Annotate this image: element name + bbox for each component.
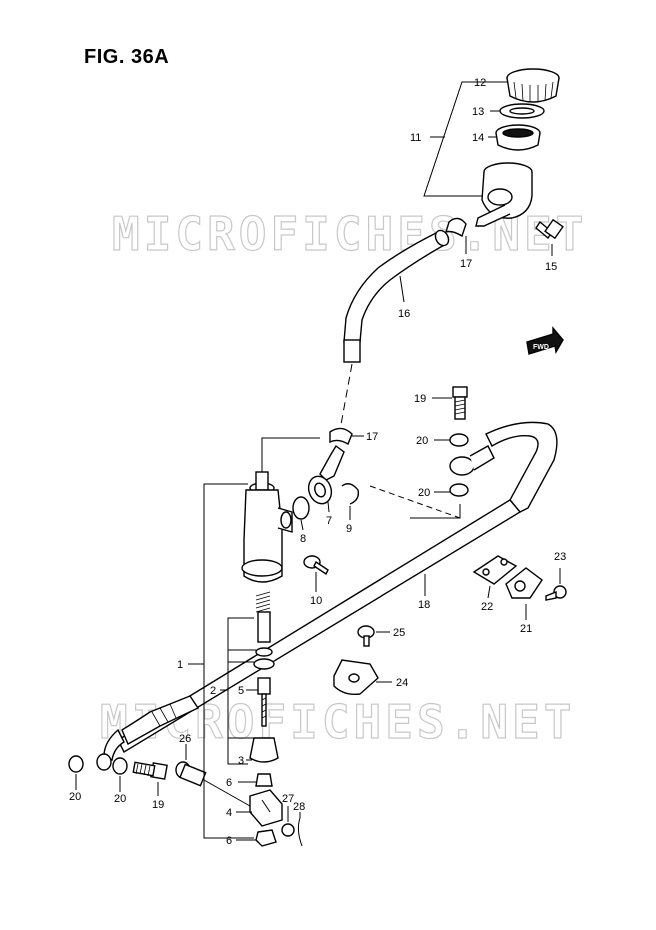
master-cylinder — [241, 471, 293, 583]
callout-12: 12 — [474, 77, 486, 89]
callout-20-upper-a: 20 — [416, 435, 428, 447]
callout-19-upper: 19 — [414, 393, 426, 405]
callout-20-lower-b: 20 — [114, 793, 126, 805]
circlip — [341, 483, 360, 505]
callout-21: 21 — [520, 623, 532, 635]
callout-16: 16 — [398, 308, 410, 320]
callout-15: 15 — [545, 261, 557, 273]
washer-lower-b — [112, 757, 128, 775]
reservoir-cap — [506, 68, 560, 103]
callout-20-upper-b: 20 — [418, 487, 430, 499]
callout-10: 10 — [310, 595, 322, 607]
callout-18: 18 — [418, 599, 430, 611]
callout-14: 14 — [472, 132, 484, 144]
callout-6-lower: 6 — [226, 835, 232, 847]
callout-3: 3 — [238, 755, 244, 767]
lock-nut-lower — [255, 829, 277, 847]
callout-11: 11 — [410, 132, 421, 144]
callout-24: 24 — [396, 677, 408, 689]
callout-22: 22 — [481, 601, 493, 613]
mounting-screw — [303, 555, 329, 576]
piston-seal — [255, 647, 273, 657]
callout-8: 8 — [300, 533, 306, 545]
fwd-arrow-icon: FWD — [526, 326, 564, 355]
callout-2: 2 — [210, 685, 216, 697]
clevis-pin — [175, 761, 207, 787]
piston-spring — [255, 591, 271, 643]
reservoir-hose — [343, 229, 450, 363]
washer-27 — [281, 823, 295, 837]
callout-labels: 12 13 14 11 15 17 16 19 20 17 20 8 7 9 2… — [69, 77, 566, 847]
piston-cup — [253, 658, 275, 670]
hose-clamp-lower — [329, 427, 353, 446]
callout-28: 28 — [293, 801, 305, 813]
washer-upper-b — [449, 483, 469, 497]
callout-25: 25 — [393, 627, 405, 639]
washer-upper-a — [449, 433, 469, 447]
o-ring — [292, 496, 310, 520]
boot — [249, 737, 279, 763]
callout-7: 7 — [326, 515, 332, 527]
callout-17-upper: 17 — [460, 258, 472, 270]
callout-6-upper: 6 — [226, 777, 232, 789]
screw-25 — [357, 625, 375, 647]
banjo-bolt-lower — [132, 761, 168, 780]
callout-26: 26 — [179, 733, 191, 745]
hose-leader-dash — [339, 363, 353, 431]
hose-joint — [307, 444, 345, 505]
bracket-21 — [505, 567, 543, 599]
callout-1: 1 — [177, 659, 183, 671]
reservoir-bolt — [535, 218, 564, 240]
callout-19-lower: 19 — [152, 799, 164, 811]
washer-lower-a — [68, 755, 84, 773]
leader-lines — [75, 81, 561, 841]
lock-nut-upper — [255, 773, 273, 787]
callout-5: 5 — [238, 685, 244, 697]
callout-4: 4 — [226, 807, 232, 819]
hose-guide-24 — [333, 659, 379, 696]
reservoir-body — [475, 162, 533, 227]
figure-title: FIG. 36A — [84, 46, 170, 68]
callout-13: 13 — [472, 106, 484, 118]
hose-clamp-upper — [444, 217, 467, 238]
fwd-label: FWD — [533, 344, 549, 351]
push-rod-clevis — [249, 789, 283, 827]
reservoir-diaphragm — [495, 124, 541, 151]
banjo-bolt-upper — [452, 386, 468, 420]
reservoir-plate — [499, 103, 545, 119]
callout-27: 27 — [282, 793, 294, 805]
bracket-22 — [472, 555, 518, 585]
cotter-pin — [297, 817, 303, 847]
callout-20-lower-a: 20 — [69, 791, 81, 803]
bolt-23 — [545, 585, 567, 601]
push-rod — [257, 677, 271, 727]
callout-17-lower: 17 — [366, 431, 378, 443]
brake-hose — [96, 421, 558, 771]
callout-9: 9 — [346, 523, 352, 535]
callout-23: 23 — [554, 551, 566, 563]
